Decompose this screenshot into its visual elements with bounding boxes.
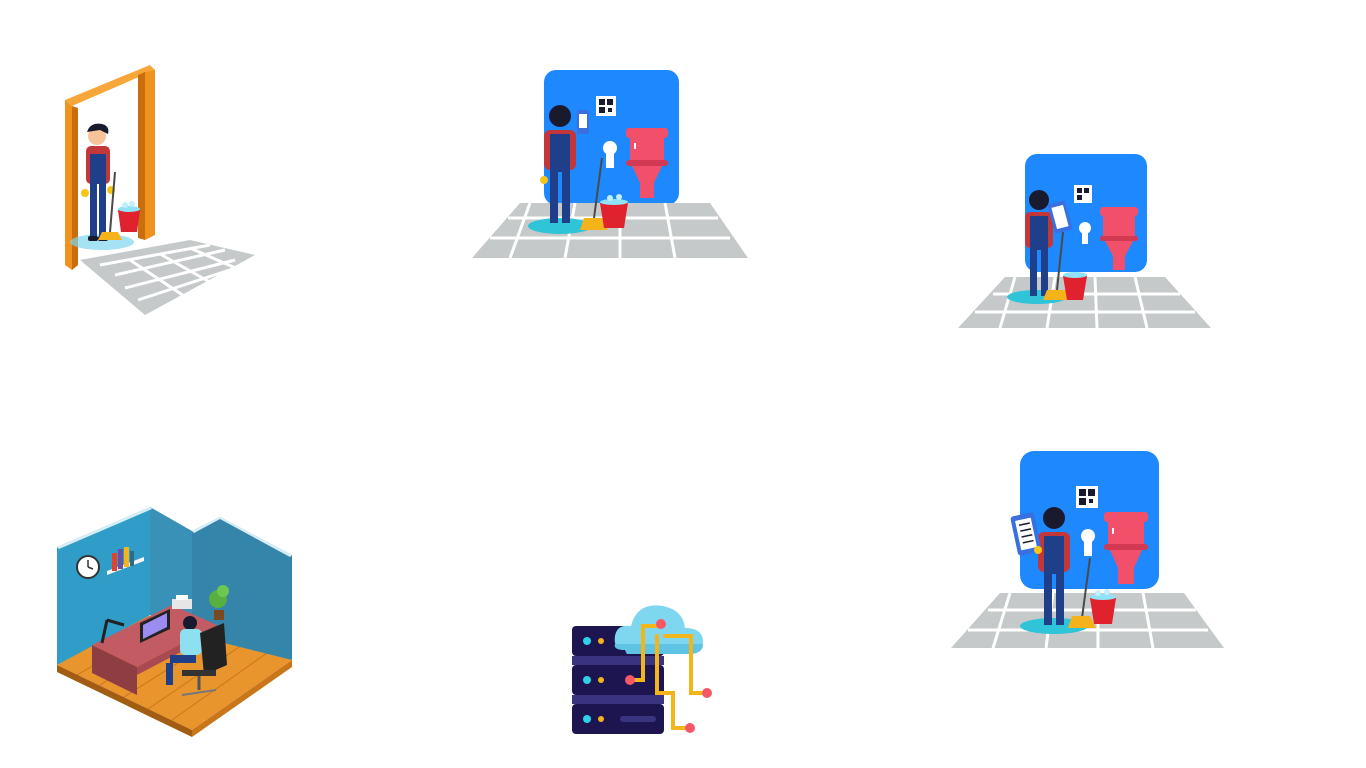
qr-scan-restroom-icon bbox=[470, 68, 750, 263]
isometric-office-icon bbox=[52, 505, 297, 740]
qr-scan-restroom-icon bbox=[955, 152, 1215, 332]
cloud-server-icon bbox=[565, 588, 725, 738]
checklist-restroom-icon bbox=[948, 448, 1228, 653]
cleaner-doorway-icon bbox=[40, 60, 270, 320]
